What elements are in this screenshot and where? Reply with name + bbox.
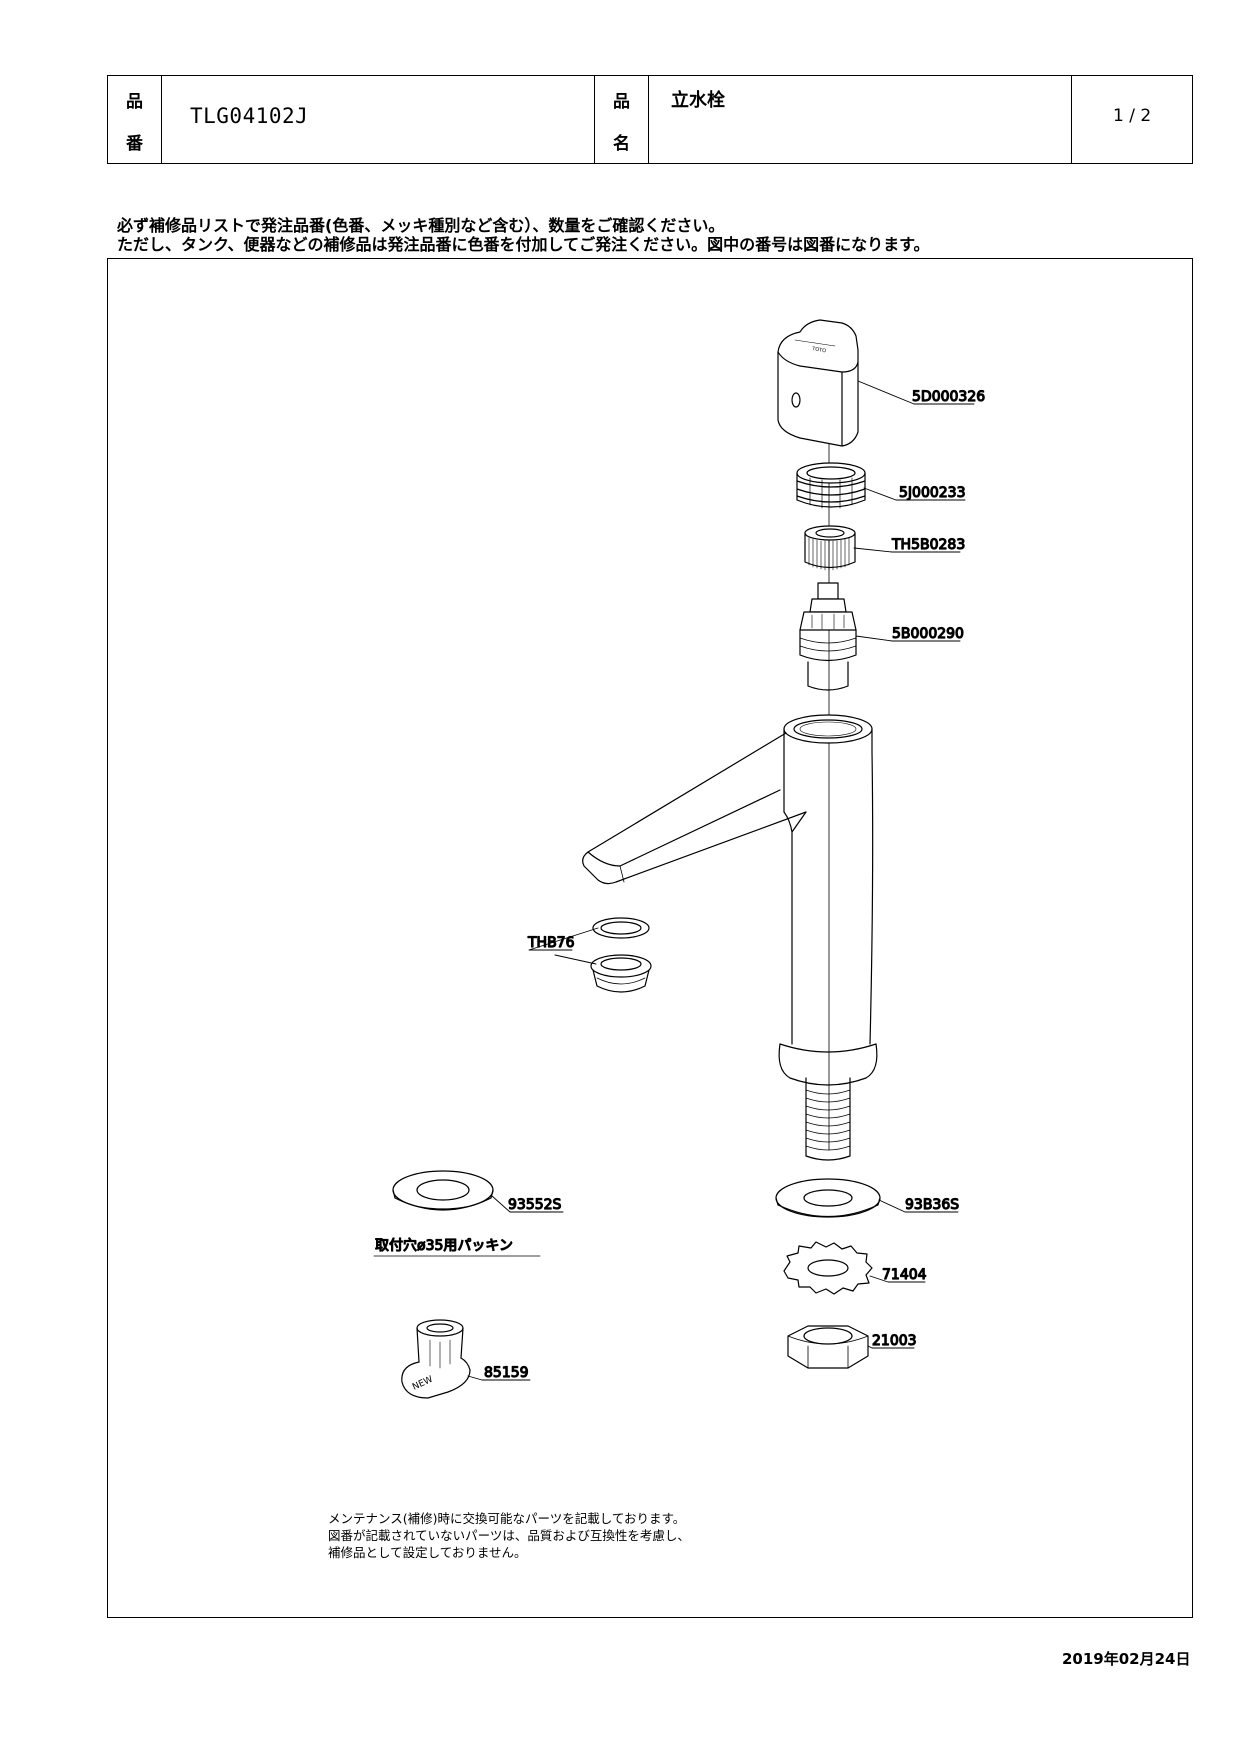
divider	[161, 76, 162, 163]
maintenance-note-2: 図番が記載されていないパーツは、品質および互換性を考慮し、	[328, 1528, 690, 1543]
handle-cap-part: TOTO	[777, 319, 859, 447]
order-note-2: ただし、タンク、便器などの補修品は発注品番に色番を付加してご発注ください。図中の…	[117, 235, 930, 254]
top-nut-part	[796, 462, 866, 509]
maintenance-note-3: 補修品として設定しておりません。	[328, 1545, 527, 1560]
serration-part	[804, 525, 856, 571]
maintenance-note-1: メンテナンス(補修)時に交換可能なパーツを記載しております。	[328, 1511, 686, 1526]
product-name: 立水栓	[671, 90, 725, 111]
part-number: TLG04102J	[190, 104, 309, 128]
label-handle: 5D000326	[912, 389, 985, 405]
cartridge-part	[799, 582, 857, 691]
divider	[648, 76, 649, 163]
divider	[594, 76, 595, 163]
lock-washer-part	[783, 1241, 873, 1295]
label-wrench: 85159	[484, 1365, 529, 1381]
label-hex-nut: 21003	[872, 1333, 917, 1349]
wrench-part: NEW	[401, 1319, 471, 1399]
washer-part	[775, 1178, 881, 1218]
name-label-bottom: 名	[613, 134, 630, 154]
title-block: 品 番 TLG04102J 品 名 立水栓 1 / 2	[107, 75, 1193, 164]
label-cartridge: 5B000290	[892, 626, 964, 642]
part-no-label-bottom: 番	[126, 134, 143, 154]
label-top-nut: 5J000233	[899, 485, 965, 501]
svg-text:TOTO: TOTO	[811, 346, 827, 355]
label-aerator: THB76	[527, 935, 575, 951]
wrench-marking: NEW	[411, 1375, 435, 1393]
name-label-top: 品	[613, 92, 630, 112]
drawing-frame	[107, 258, 1193, 1618]
gasket-part	[392, 1170, 494, 1211]
order-note-1: 必ず補修品リストで発注品番(色番、メッキ種別など含む）、数量をご確認ください。	[117, 216, 725, 235]
label-gasket: 93552S	[508, 1197, 562, 1213]
label-serration: TH5B0283	[891, 537, 965, 553]
faucet-body-part	[582, 714, 878, 1161]
aerator-part	[590, 917, 652, 993]
divider	[1071, 76, 1072, 163]
issue-date: 2019年02月24日	[1062, 1650, 1191, 1668]
page-number: 1 / 2	[1113, 106, 1152, 126]
leader-lines	[467, 380, 975, 1381]
part-no-label-top: 品	[126, 92, 143, 112]
label-gasket-note: 取付穴ø35用パッキン	[375, 1238, 513, 1254]
label-lock-washer: 71404	[882, 1267, 927, 1283]
hex-nut-part	[787, 1325, 869, 1369]
label-washer: 93B36S	[905, 1197, 959, 1213]
